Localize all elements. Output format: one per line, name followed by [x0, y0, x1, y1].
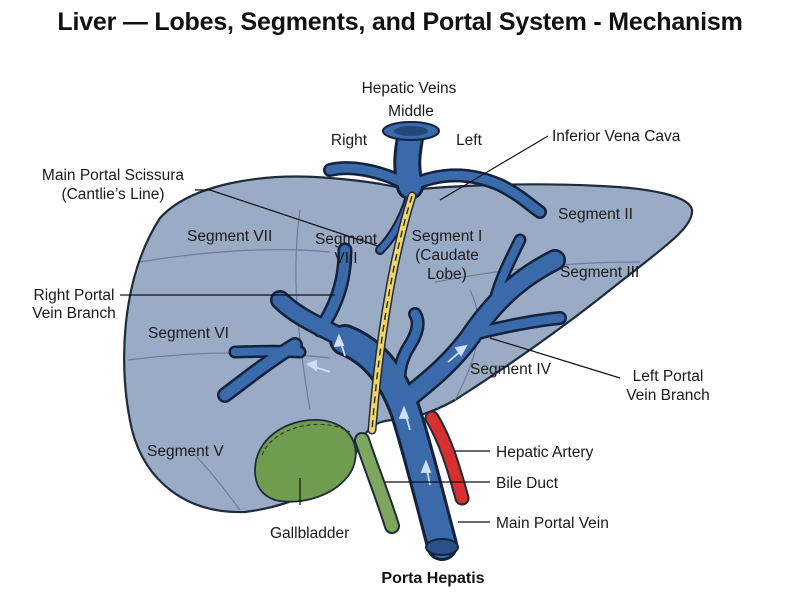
label-main-portal-vein: Main Portal Vein	[496, 515, 609, 532]
label-segment-viii-a: Segment	[315, 231, 378, 248]
label-segment-v: Segment V	[147, 443, 224, 460]
label-segment-iii: Segment III	[560, 264, 639, 281]
label-inferior-vena-cava: Inferior Vena Cava	[552, 128, 681, 145]
label-hepatic-artery: Hepatic Artery	[496, 444, 594, 461]
diagram-title: Liver — Lobes, Segments, and Portal Syst…	[57, 8, 743, 36]
flow-arrows	[306, 333, 468, 486]
cantlie-line	[367, 191, 417, 435]
label-segment-i-b: (Caudate	[415, 247, 479, 264]
label-middle: Middle	[388, 103, 434, 120]
label-segment-vii: Segment VII	[187, 228, 272, 245]
label-left-portal: Left Portal	[633, 368, 704, 385]
label-segment-i-a: Segment I	[412, 228, 483, 245]
label-segment-viii-b: VIII	[334, 250, 357, 267]
label-main-portal-scissura: Main Portal Scissura	[42, 167, 185, 184]
gallbladder	[254, 419, 357, 503]
label-segment-vi: Segment VI	[148, 325, 229, 342]
label-hepatic-veins: Hepatic Veins	[362, 80, 457, 97]
label-gallbladder: Gallbladder	[270, 525, 349, 542]
label-segment-ii: Segment II	[558, 206, 633, 223]
label-cantlies-line: (Cantlie’s Line)	[61, 186, 164, 203]
label-vein-branch-left: Vein Branch	[626, 387, 710, 404]
portal-vein-system	[217, 124, 567, 561]
label-right: Right	[331, 132, 368, 149]
label-vein-branch-right: Vein Branch	[32, 305, 116, 322]
label-left: Left	[456, 132, 483, 149]
label-right-portal: Right Portal	[34, 287, 115, 304]
leader-lines	[120, 135, 621, 523]
label-bile-duct: Bile Duct	[496, 475, 559, 492]
label-segment-i-c: Lobe)	[427, 266, 467, 283]
main-portal-vein-end	[425, 538, 459, 556]
label-porta-hepatis: Porta Hepatis	[381, 570, 484, 587]
label-segment-iv: Segment IV	[470, 361, 552, 378]
